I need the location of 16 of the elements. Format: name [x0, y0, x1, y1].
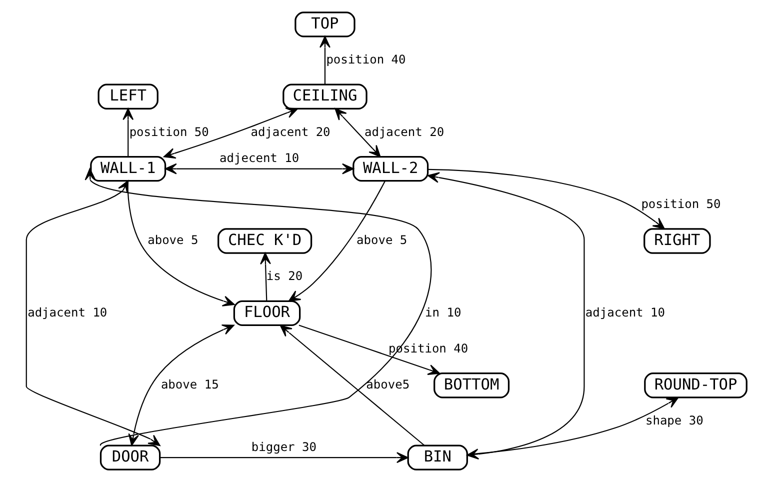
- edge-label: above5: [366, 377, 410, 392]
- edge-label: shape 30: [646, 414, 704, 428]
- edge-label: position 40: [326, 52, 406, 67]
- edge-label: above 15: [160, 377, 219, 392]
- edge-label: above 5: [148, 233, 198, 248]
- edge-label: adjacent 20: [250, 124, 330, 139]
- edge-label: adjacent 20: [364, 124, 444, 139]
- edge-label: in 10: [425, 305, 462, 320]
- edge-label: above 5: [356, 233, 408, 248]
- edge-label: adjacent 10: [28, 305, 108, 320]
- edge-label: adjecent 10: [220, 151, 300, 166]
- edge-label: is 20: [266, 269, 303, 284]
- edge-label: adjacent 10: [585, 305, 666, 320]
- edge-label: position 50: [641, 196, 721, 211]
- edge-label: bigger 30: [251, 440, 317, 454]
- edge-label: position 50: [129, 124, 209, 139]
